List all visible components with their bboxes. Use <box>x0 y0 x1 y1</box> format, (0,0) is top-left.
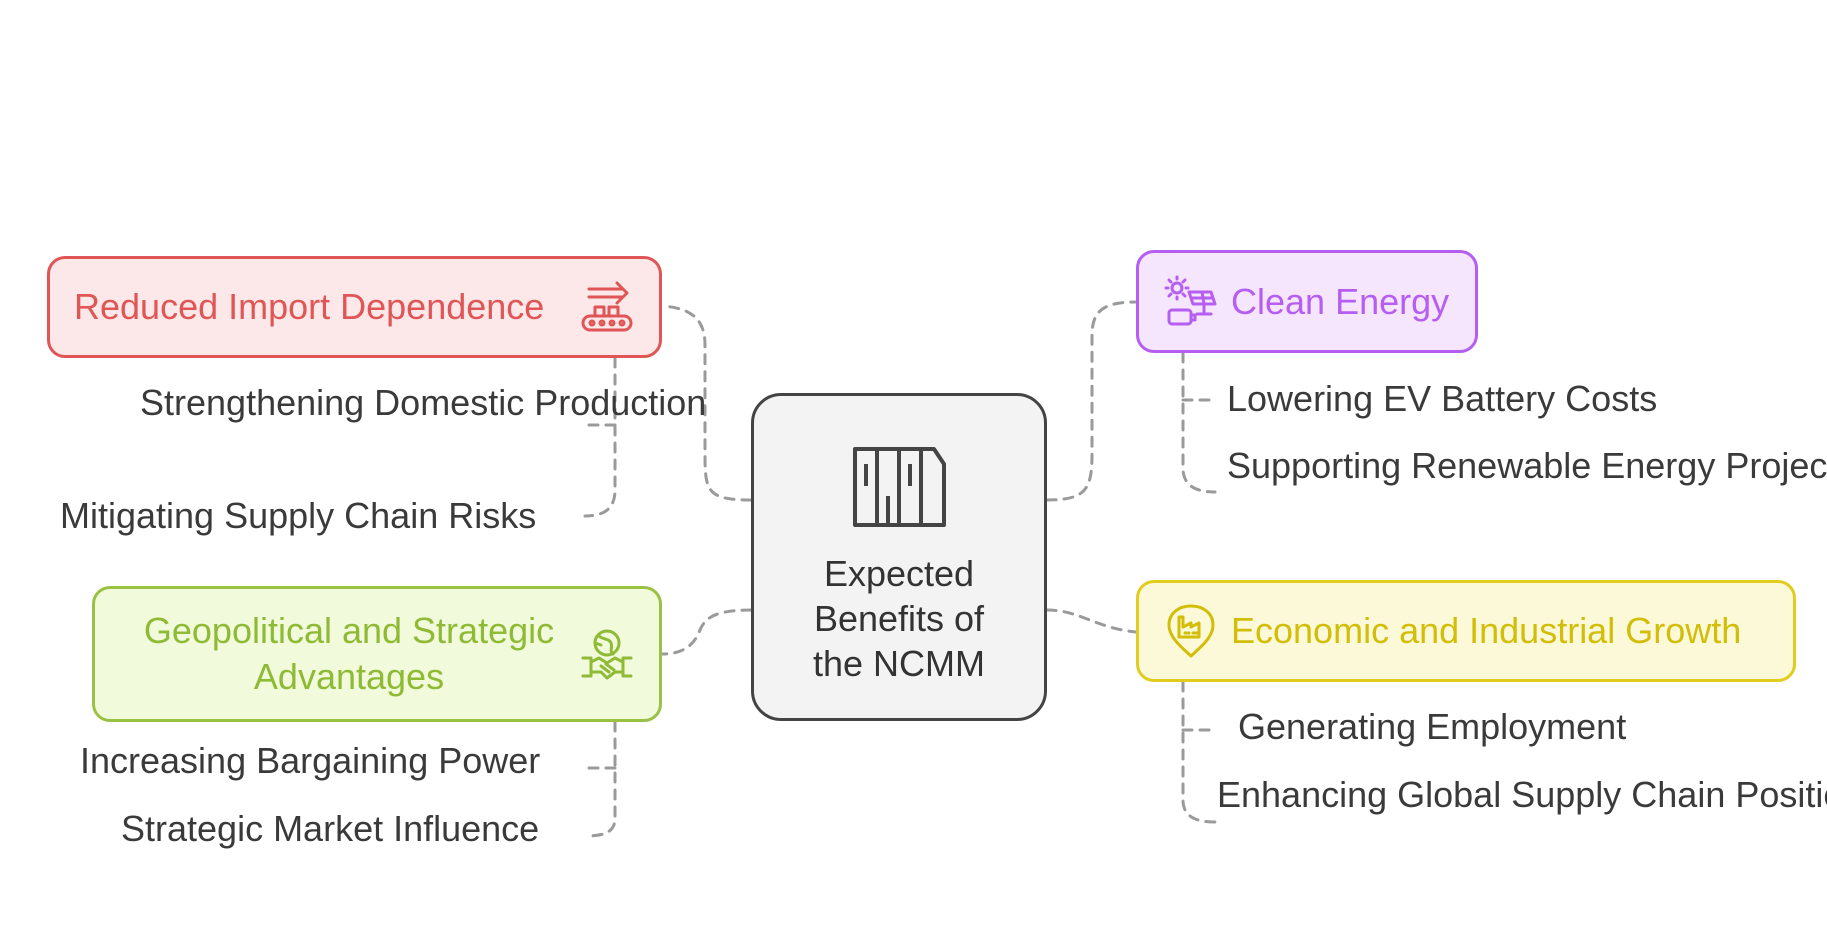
solar-energy-icon <box>1163 274 1219 330</box>
globe-handshake-icon <box>579 626 635 682</box>
sub-lowering-ev-battery-costs: Lowering EV Battery Costs <box>1227 378 1658 419</box>
branch-clean-energy[interactable]: Clean Energy <box>1136 250 1478 353</box>
branch-label: Economic and Industrial Growth <box>1231 610 1742 651</box>
sub-enhancing-global-supply-chain-position: Enhancing Global Supply Chain Position <box>1217 774 1827 815</box>
connector-center-geo <box>660 608 753 656</box>
connector-import-children <box>583 356 617 518</box>
connector-clean-children <box>1181 351 1217 494</box>
center-node[interactable]: Expected Benefits of the NCMM <box>751 393 1047 721</box>
connector-center-clean <box>1045 300 1138 502</box>
factory-pin-icon <box>1163 603 1219 659</box>
connector-geo-children <box>583 720 617 838</box>
sub-mitigating-supply-chain-risks: Mitigating Supply Chain Risks <box>60 495 537 536</box>
branch-label: Reduced Import Dependence <box>74 286 545 327</box>
columns-building-icon <box>852 446 947 533</box>
center-title: Expected Benefits of the NCMM <box>812 553 986 684</box>
branch-economic-industrial-growth[interactable]: Economic and Industrial Growth <box>1136 580 1796 682</box>
sub-strengthening-domestic-production: Strengthening Domestic Production <box>140 382 707 423</box>
branch-geopolitical-strategic-advantages[interactable]: Geopolitical and Strategic Advantages <box>92 586 662 722</box>
branch-label: Geopolitical and Strategic Advantages <box>143 610 555 697</box>
connector-center-econ <box>1045 608 1138 634</box>
sub-increasing-bargaining-power: Increasing Bargaining Power <box>80 740 541 781</box>
conveyor-export-icon <box>579 279 635 335</box>
connector-center-import <box>660 304 753 502</box>
sub-generating-employment: Generating Employment <box>1238 706 1627 747</box>
branch-label: Clean Energy <box>1231 280 1450 322</box>
sub-strategic-market-influence: Strategic Market Influence <box>121 808 540 849</box>
branch-reduced-import-dependence[interactable]: Reduced Import Dependence <box>47 256 662 358</box>
sub-supporting-renewable-energy-projects: Supporting Renewable Energy Projects <box>1227 445 1827 486</box>
connector-econ-children <box>1181 680 1217 824</box>
